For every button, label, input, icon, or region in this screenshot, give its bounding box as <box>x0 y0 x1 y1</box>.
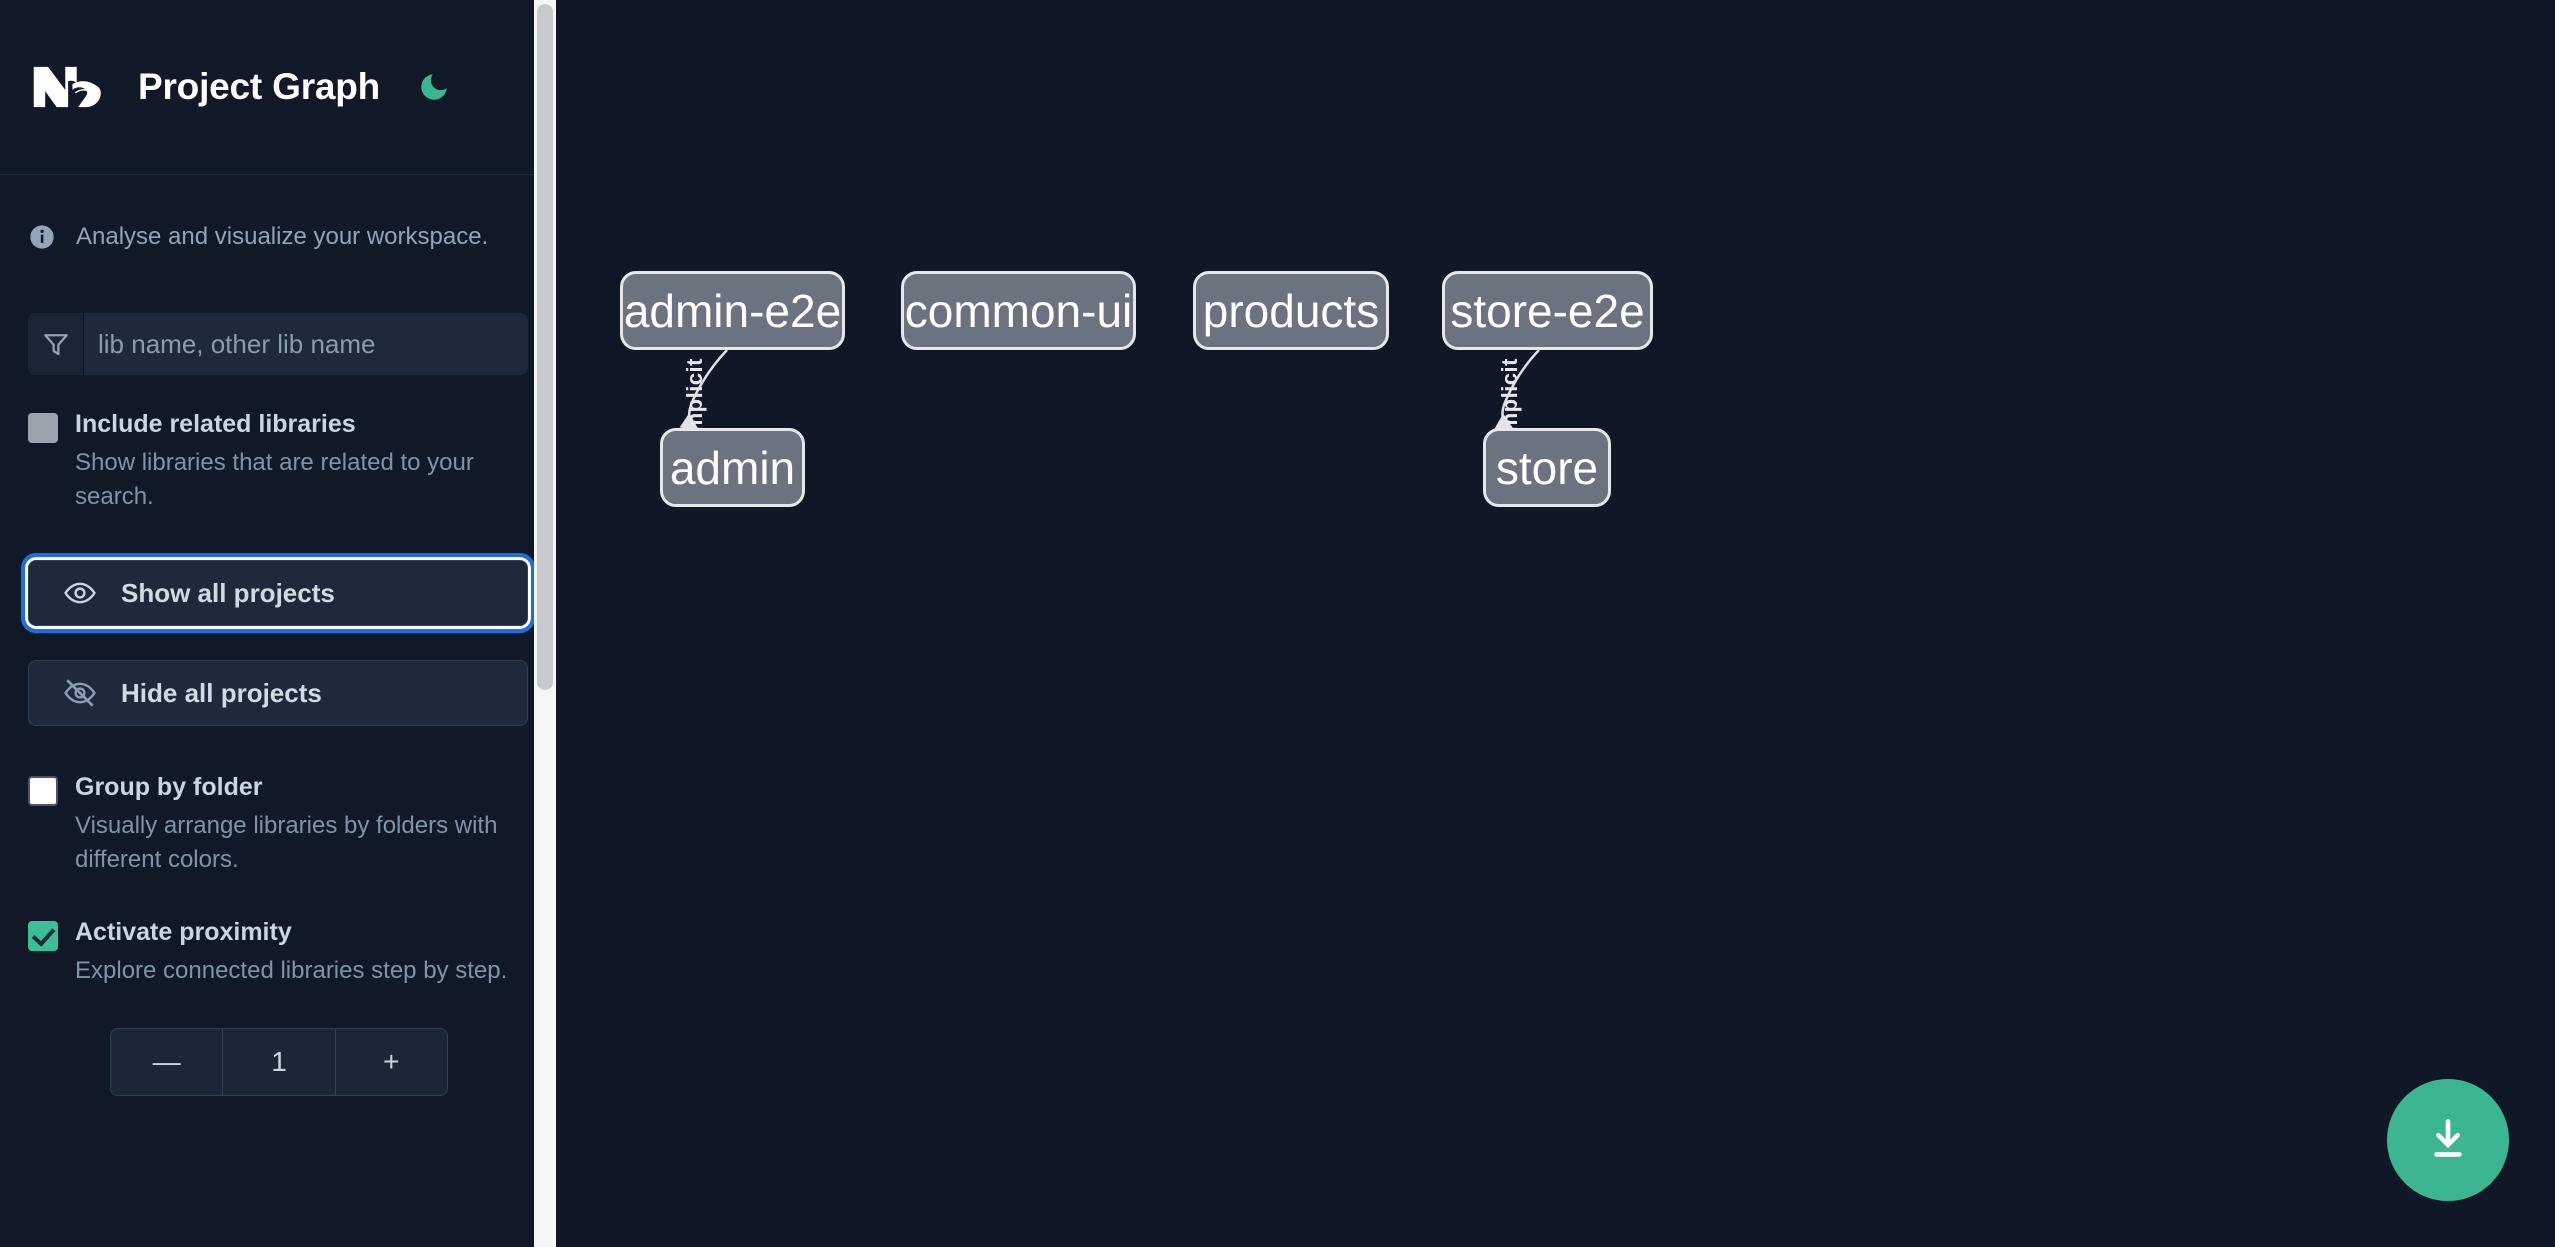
sidebar-scrollbar-track[interactable] <box>534 0 556 1247</box>
graph-canvas[interactable]: implicit implicit admin-e2e common-ui pr… <box>556 0 2555 1247</box>
graph-node-store[interactable]: store <box>1483 428 1611 507</box>
graph-edges <box>679 349 1540 430</box>
hide-all-projects-button[interactable]: Hide all projects <box>28 660 528 727</box>
page-title: Project Graph <box>138 66 381 107</box>
hide-all-projects-label: Hide all projects <box>121 677 322 708</box>
tagline-text: Analyse and visualize your workspace. <box>76 223 489 250</box>
edge-admin-e2e-to-admin <box>679 349 728 430</box>
checkbox-activate-proximity[interactable] <box>28 921 58 952</box>
option-label: Include related libraries <box>75 410 356 438</box>
sidebar: Project Graph Analyse and visualize your… <box>0 0 556 1247</box>
graph-node-admin-e2e[interactable]: admin-e2e <box>620 271 845 350</box>
proximity-stepper: — 1 + <box>110 1028 448 1097</box>
proximity-increment-button[interactable]: + <box>335 1029 447 1096</box>
download-icon <box>2423 1114 2473 1167</box>
workspace-tagline: Analyse and visualize your workspace. <box>0 175 556 251</box>
show-all-projects-button[interactable]: Show all projects <box>21 553 535 634</box>
nx-logo-icon <box>28 56 114 118</box>
proximity-value: 1 <box>222 1029 336 1096</box>
option-description: Visually arrange libraries by folders wi… <box>75 812 498 874</box>
edge-label-implicit: implicit <box>1497 358 1522 440</box>
option-include-related-libraries[interactable]: Include related libraries Show libraries… <box>0 409 556 514</box>
show-all-projects-label: Show all projects <box>121 577 335 608</box>
download-graph-button[interactable] <box>2387 1079 2509 1201</box>
info-icon <box>28 223 56 251</box>
edge-store-e2e-to-store <box>1494 349 1540 430</box>
option-activate-proximity[interactable]: Activate proximity Explore connected lib… <box>0 917 556 988</box>
graph-node-common-ui[interactable]: common-ui <box>901 271 1136 350</box>
search-bar <box>28 313 528 375</box>
option-description: Show libraries that are related to your … <box>75 449 474 511</box>
graph-node-admin[interactable]: admin <box>660 428 805 507</box>
sidebar-header: Project Graph <box>0 0 556 175</box>
sidebar-body: Analyse and visualize your workspace. In… <box>0 175 556 1097</box>
eye-off-icon <box>61 674 99 712</box>
option-group-by-folder[interactable]: Group by folder Visually arrange librari… <box>0 772 556 877</box>
checkbox-include-related-libraries[interactable] <box>28 413 58 443</box>
sidebar-scrollbar-thumb[interactable] <box>537 4 553 690</box>
eye-icon <box>61 574 99 612</box>
graph-node-store-e2e[interactable]: store-e2e <box>1442 271 1653 350</box>
moon-icon[interactable] <box>412 65 456 109</box>
checkbox-group-by-folder[interactable] <box>28 776 58 807</box>
graph-node-products[interactable]: products <box>1193 271 1389 350</box>
option-label: Activate proximity <box>75 918 292 947</box>
edge-label-implicit: implicit <box>682 358 707 440</box>
filter-funnel-icon <box>28 313 84 375</box>
option-description: Explore connected libraries step by step… <box>75 957 508 985</box>
option-label: Group by folder <box>75 773 263 802</box>
search-input[interactable] <box>84 313 528 375</box>
proximity-decrement-button[interactable]: — <box>111 1029 223 1096</box>
